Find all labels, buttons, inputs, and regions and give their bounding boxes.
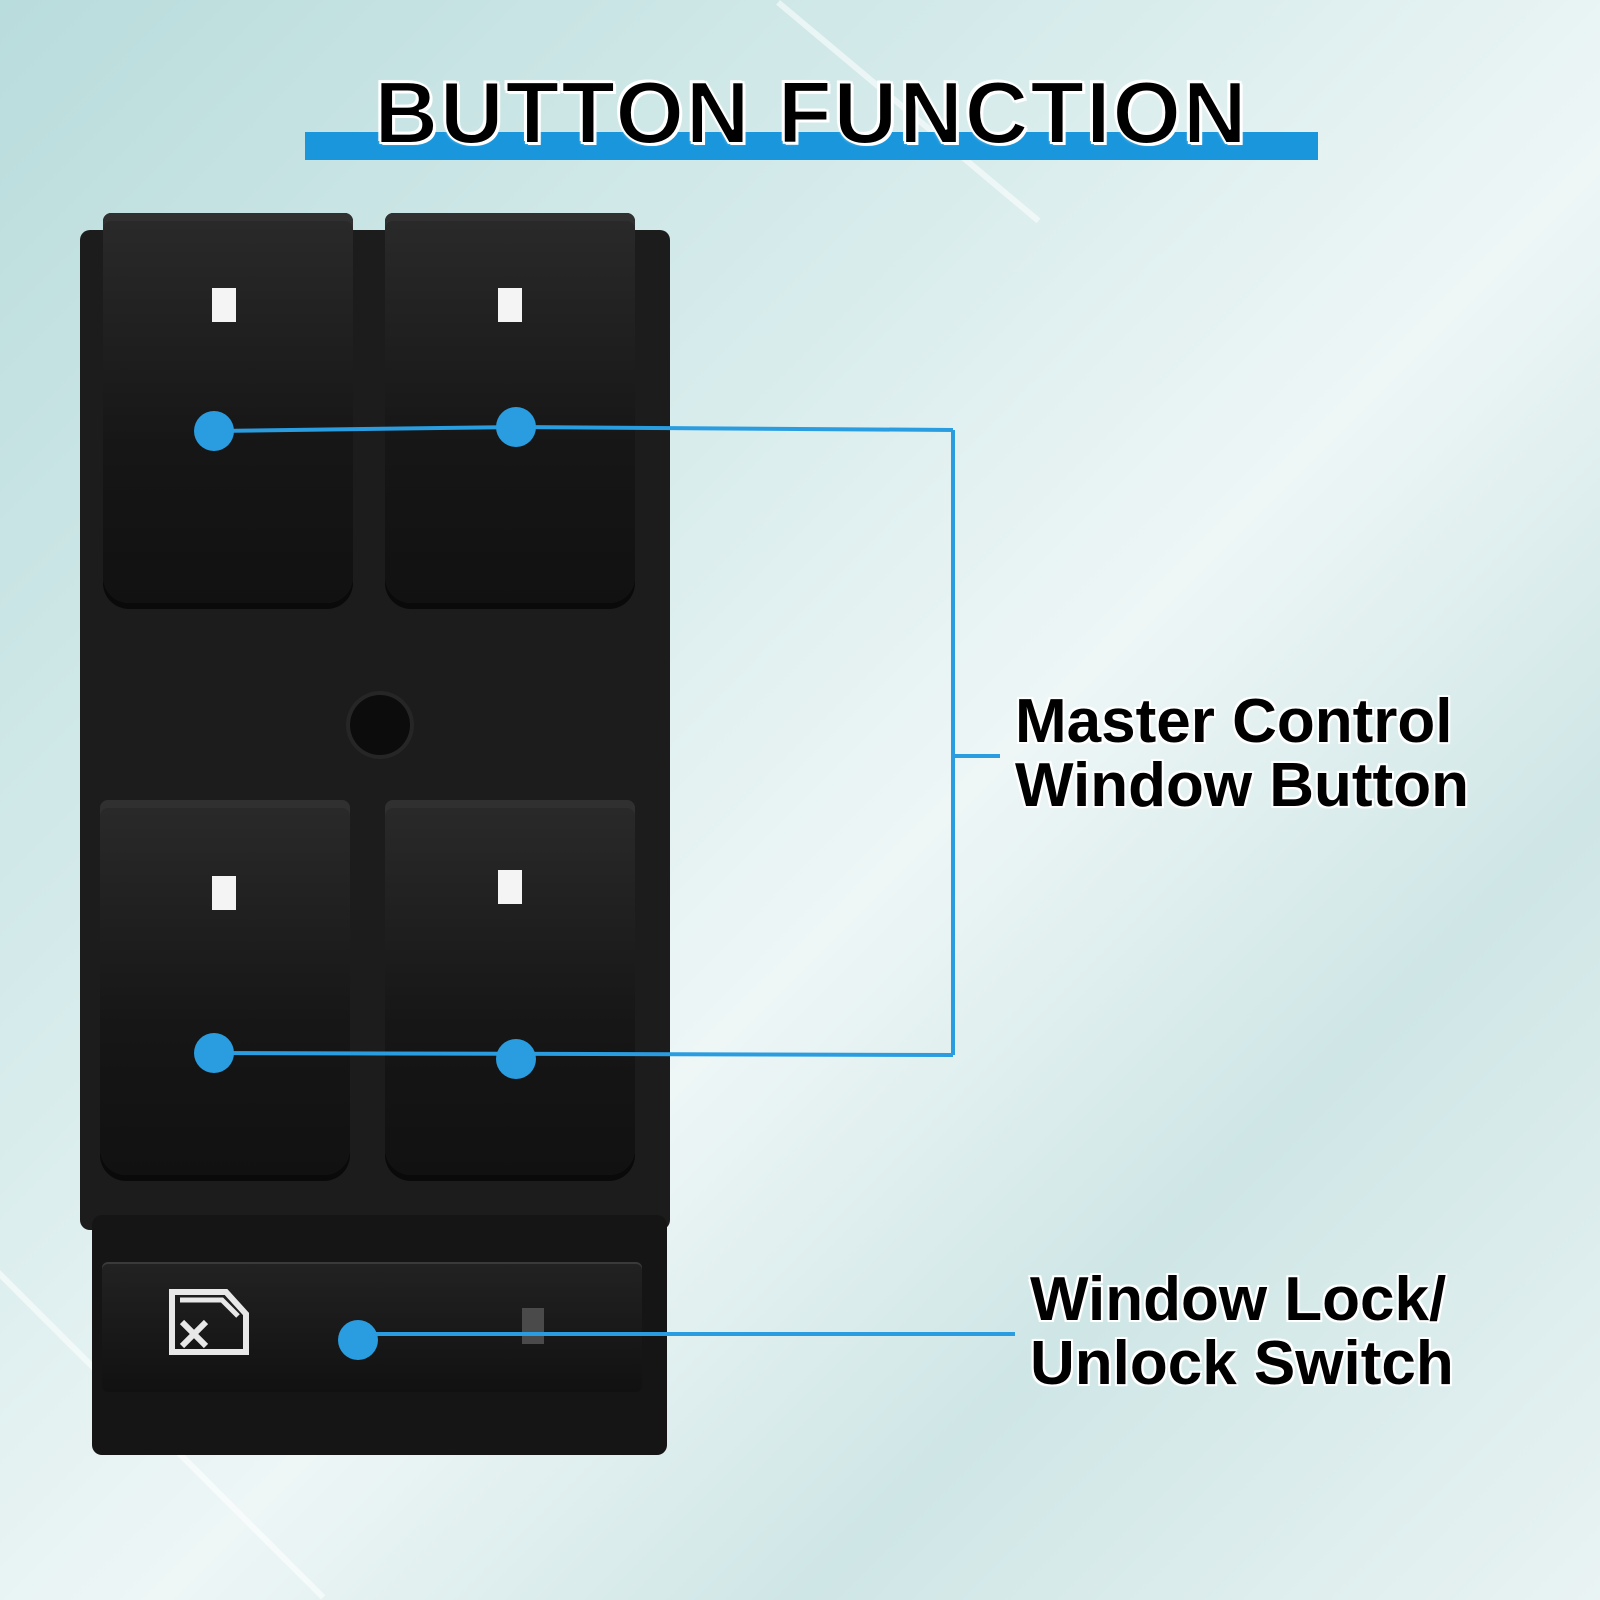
label-line: Window Button: [1015, 751, 1469, 820]
rear-left-window-button[interactable]: [100, 800, 350, 1175]
window-lock-icon: [169, 1289, 249, 1355]
label-line: Window Lock/: [1030, 1265, 1447, 1334]
indicator-light: [212, 876, 236, 910]
indicator-light: [212, 288, 236, 322]
page-title: BUTTON FUNCTION: [305, 63, 1318, 162]
label-line: Unlock Switch: [1030, 1329, 1454, 1398]
callout-dot: [194, 411, 234, 451]
rear-right-window-button[interactable]: [385, 800, 635, 1175]
indicator-light: [498, 288, 522, 322]
title-underline: [305, 132, 1318, 160]
master-control-label: Master Control Window Button: [1015, 690, 1469, 818]
label-line: Master Control: [1015, 687, 1453, 756]
callout-dot: [338, 1320, 378, 1360]
callout-dot: [194, 1033, 234, 1073]
callout-dot: [496, 1039, 536, 1079]
callout-dot: [496, 407, 536, 447]
window-lock-label: Window Lock/ Unlock Switch: [1030, 1268, 1454, 1396]
front-left-window-button[interactable]: [103, 213, 353, 603]
screw-hole: [350, 695, 410, 755]
title-text: BUTTON FUNCTION: [373, 63, 1249, 162]
indicator-light: [498, 870, 522, 904]
